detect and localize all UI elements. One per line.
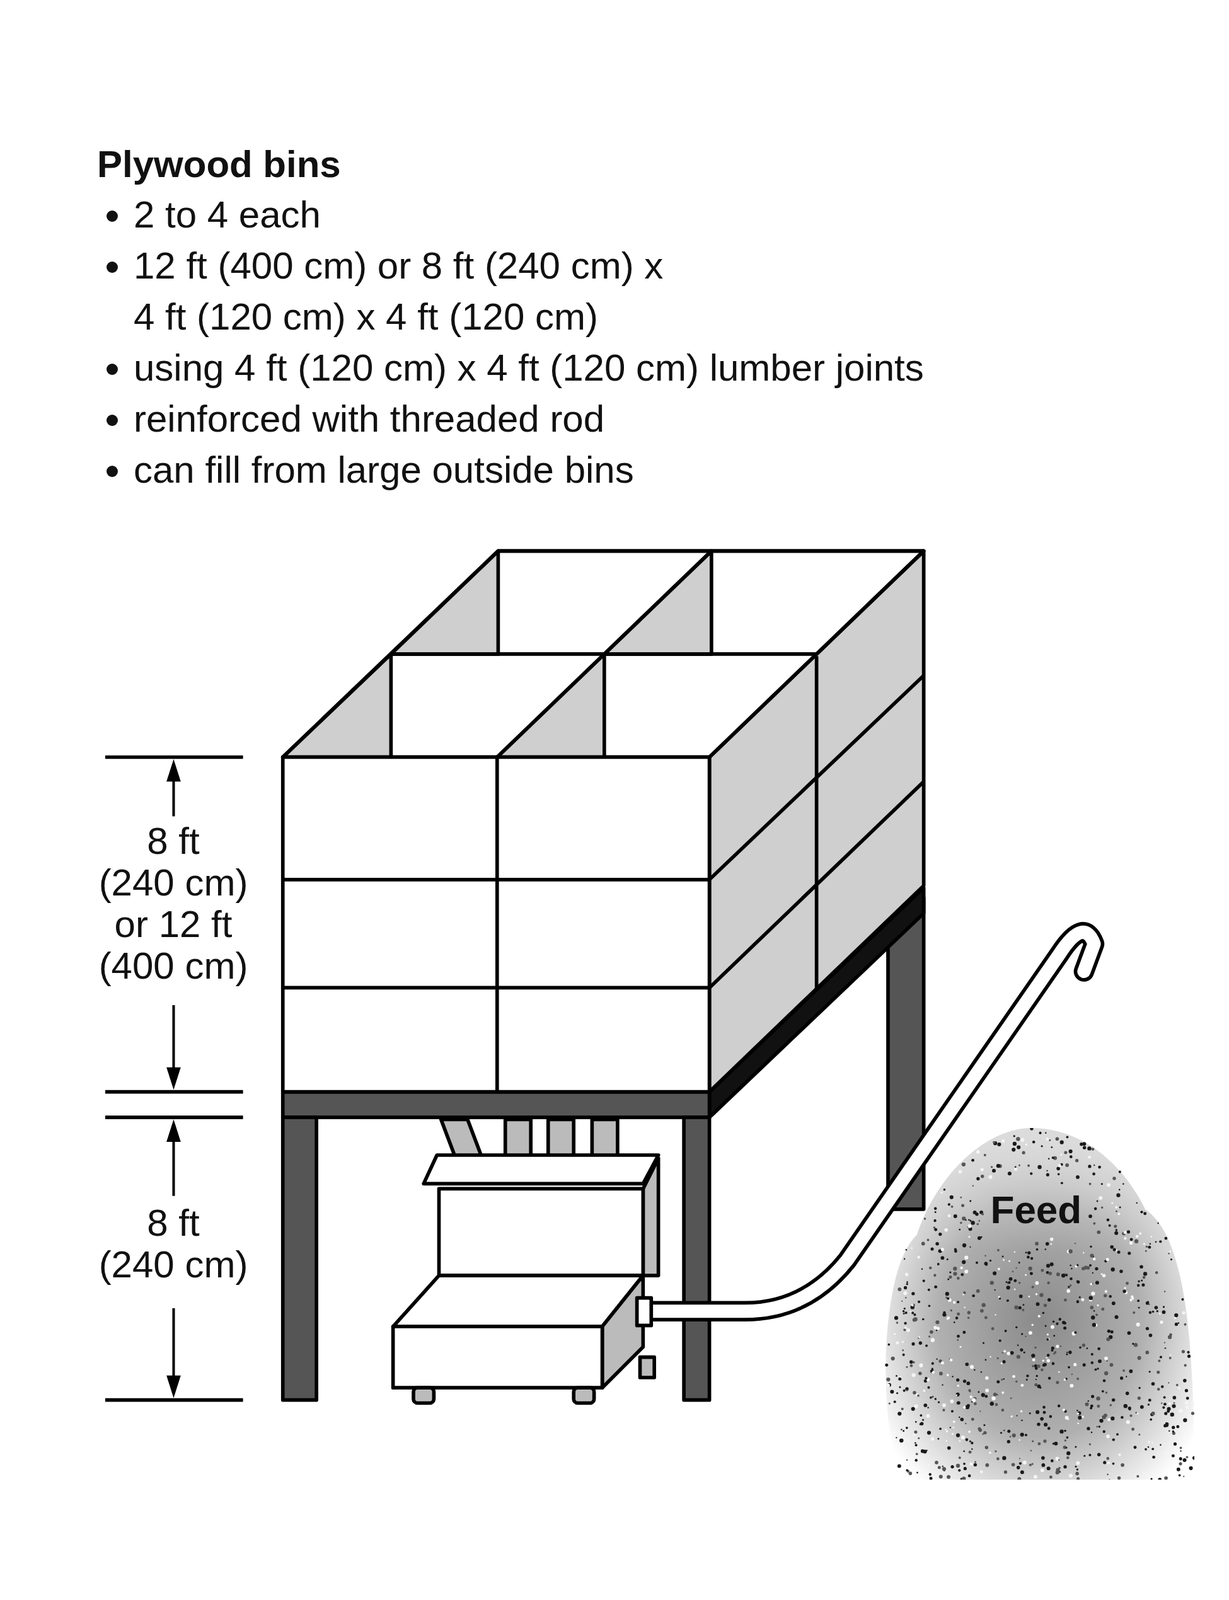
feed-mound: [877, 1128, 1195, 1481]
spec-item: 2 to 4 each: [133, 189, 924, 241]
dimension-label: 8 ft (240 cm) or 12 ft (400 cm): [88, 820, 259, 987]
spec-list: 2 to 4 each12 ft (400 cm) or 8 ft (240 c…: [100, 189, 924, 496]
spec-item: 12 ft (400 cm) or 8 ft (240 cm) x 4 ft (…: [133, 240, 670, 343]
spec-item: reinforced with threaded rod: [133, 393, 924, 445]
feed-pile: Feed: [877, 1128, 1195, 1481]
diagram-title: Plywood bins: [97, 142, 341, 186]
dimension-label: 8 ft (240 cm): [88, 1202, 259, 1286]
spec-item: can fill from large outside bins: [133, 444, 924, 496]
spec-item: using 4 ft (120 cm) x 4 ft (120 cm) lumb…: [133, 342, 924, 394]
pile-label: Feed: [877, 1187, 1195, 1233]
plywood-bins: [282, 550, 924, 1092]
hammer-mill: [393, 1119, 659, 1403]
